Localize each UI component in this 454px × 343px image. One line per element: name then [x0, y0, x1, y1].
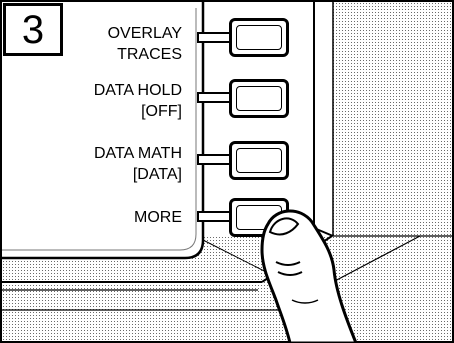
softkey-label-line2: [OFF]	[141, 103, 182, 120]
softkey-label-line2: TRACES	[117, 46, 182, 63]
softkey-stem	[197, 32, 231, 43]
softkey-data-math-button[interactable]	[229, 141, 289, 180]
step-number-badge: 3	[3, 3, 63, 56]
softkey-label-more: MORE	[134, 207, 182, 228]
softkey-stem	[197, 154, 231, 165]
softkey-stem	[197, 211, 231, 222]
softkey-label-line1: DATA HOLD	[93, 82, 182, 99]
softkey-label-overlay-traces: OVERLAY TRACES	[108, 23, 182, 65]
softkey-more-button[interactable]	[229, 198, 289, 237]
softkey-label-data-hold: DATA HOLD [OFF]	[94, 80, 182, 122]
softkey-stem	[197, 92, 231, 103]
display-screen	[0, 0, 203, 258]
softkey-overlay-traces-button[interactable]	[229, 18, 289, 57]
step-number: 3	[21, 7, 45, 52]
softkey-label-line1: OVERLAY	[107, 25, 182, 42]
softkey-label-line2: [DATA]	[132, 166, 182, 183]
softkey-label-line1: DATA MATH	[94, 145, 182, 162]
softkey-label-data-math: DATA MATH [DATA]	[94, 143, 182, 185]
softkey-data-hold-button[interactable]	[229, 79, 289, 118]
softkey-label-line1: MORE	[134, 209, 182, 226]
